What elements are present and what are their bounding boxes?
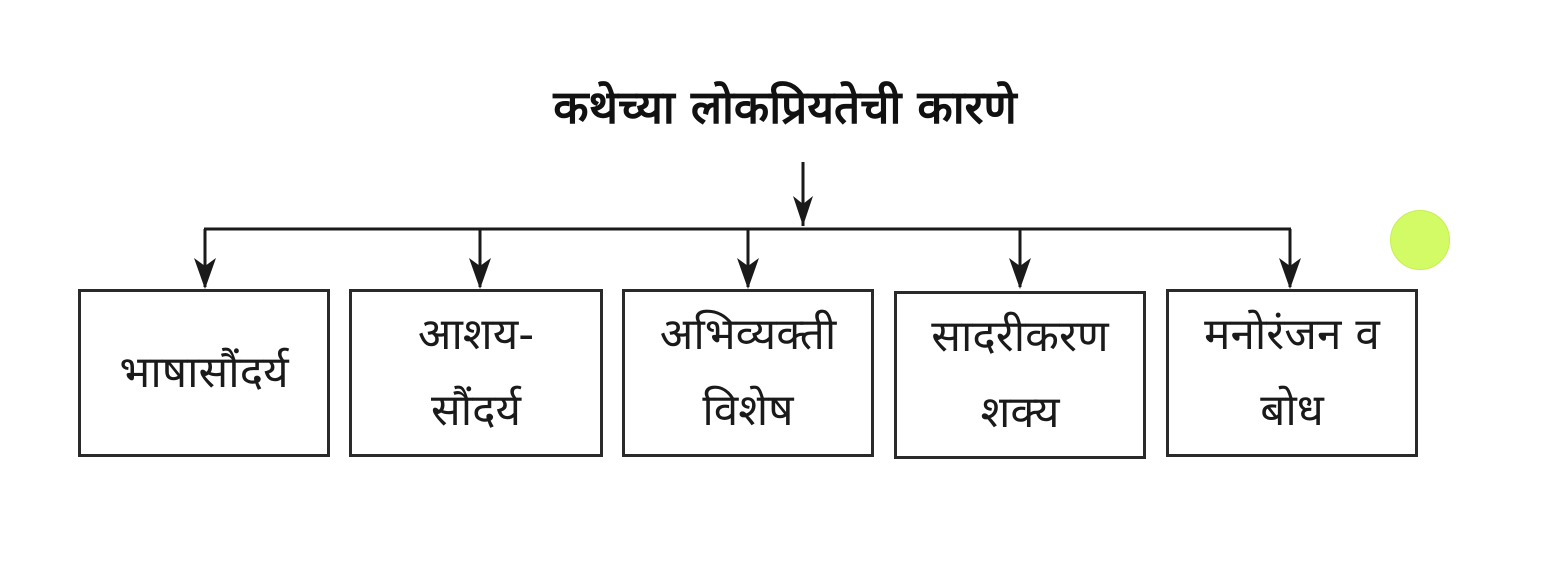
box-label: भाषासौंदर्य: [119, 347, 289, 398]
box-label: आशय- सौंदर्य: [417, 309, 535, 436]
branch-arrow-4: [1009, 229, 1031, 289]
diagram-title: कथेच्या लोकप्रियतेची कारणे: [553, 80, 1017, 134]
cursor-marker-dot: [1390, 210, 1450, 270]
branch-arrow-1: [194, 229, 216, 289]
reason-box-content-beauty: आशय- सौंदर्य: [349, 289, 603, 457]
branch-arrow-3: [737, 229, 759, 289]
box-label: मनोरंजन व बोध: [1204, 309, 1380, 436]
reason-box-entertainment: मनोरंजन व बोध: [1166, 289, 1418, 457]
box-label: अभिव्यक्ती विशेष: [659, 309, 837, 436]
branch-arrow-5: [1279, 229, 1301, 289]
reason-box-presentation: सादरीकरण शक्य: [894, 291, 1146, 459]
reason-box-expression: अभिव्यक्ती विशेष: [622, 289, 874, 457]
branch-arrow-2: [469, 229, 491, 289]
reason-box-language-beauty: भाषासौंदर्य: [78, 289, 330, 457]
main-down-arrow: [793, 162, 813, 226]
box-label: सादरीकरण शक्य: [931, 311, 1109, 438]
